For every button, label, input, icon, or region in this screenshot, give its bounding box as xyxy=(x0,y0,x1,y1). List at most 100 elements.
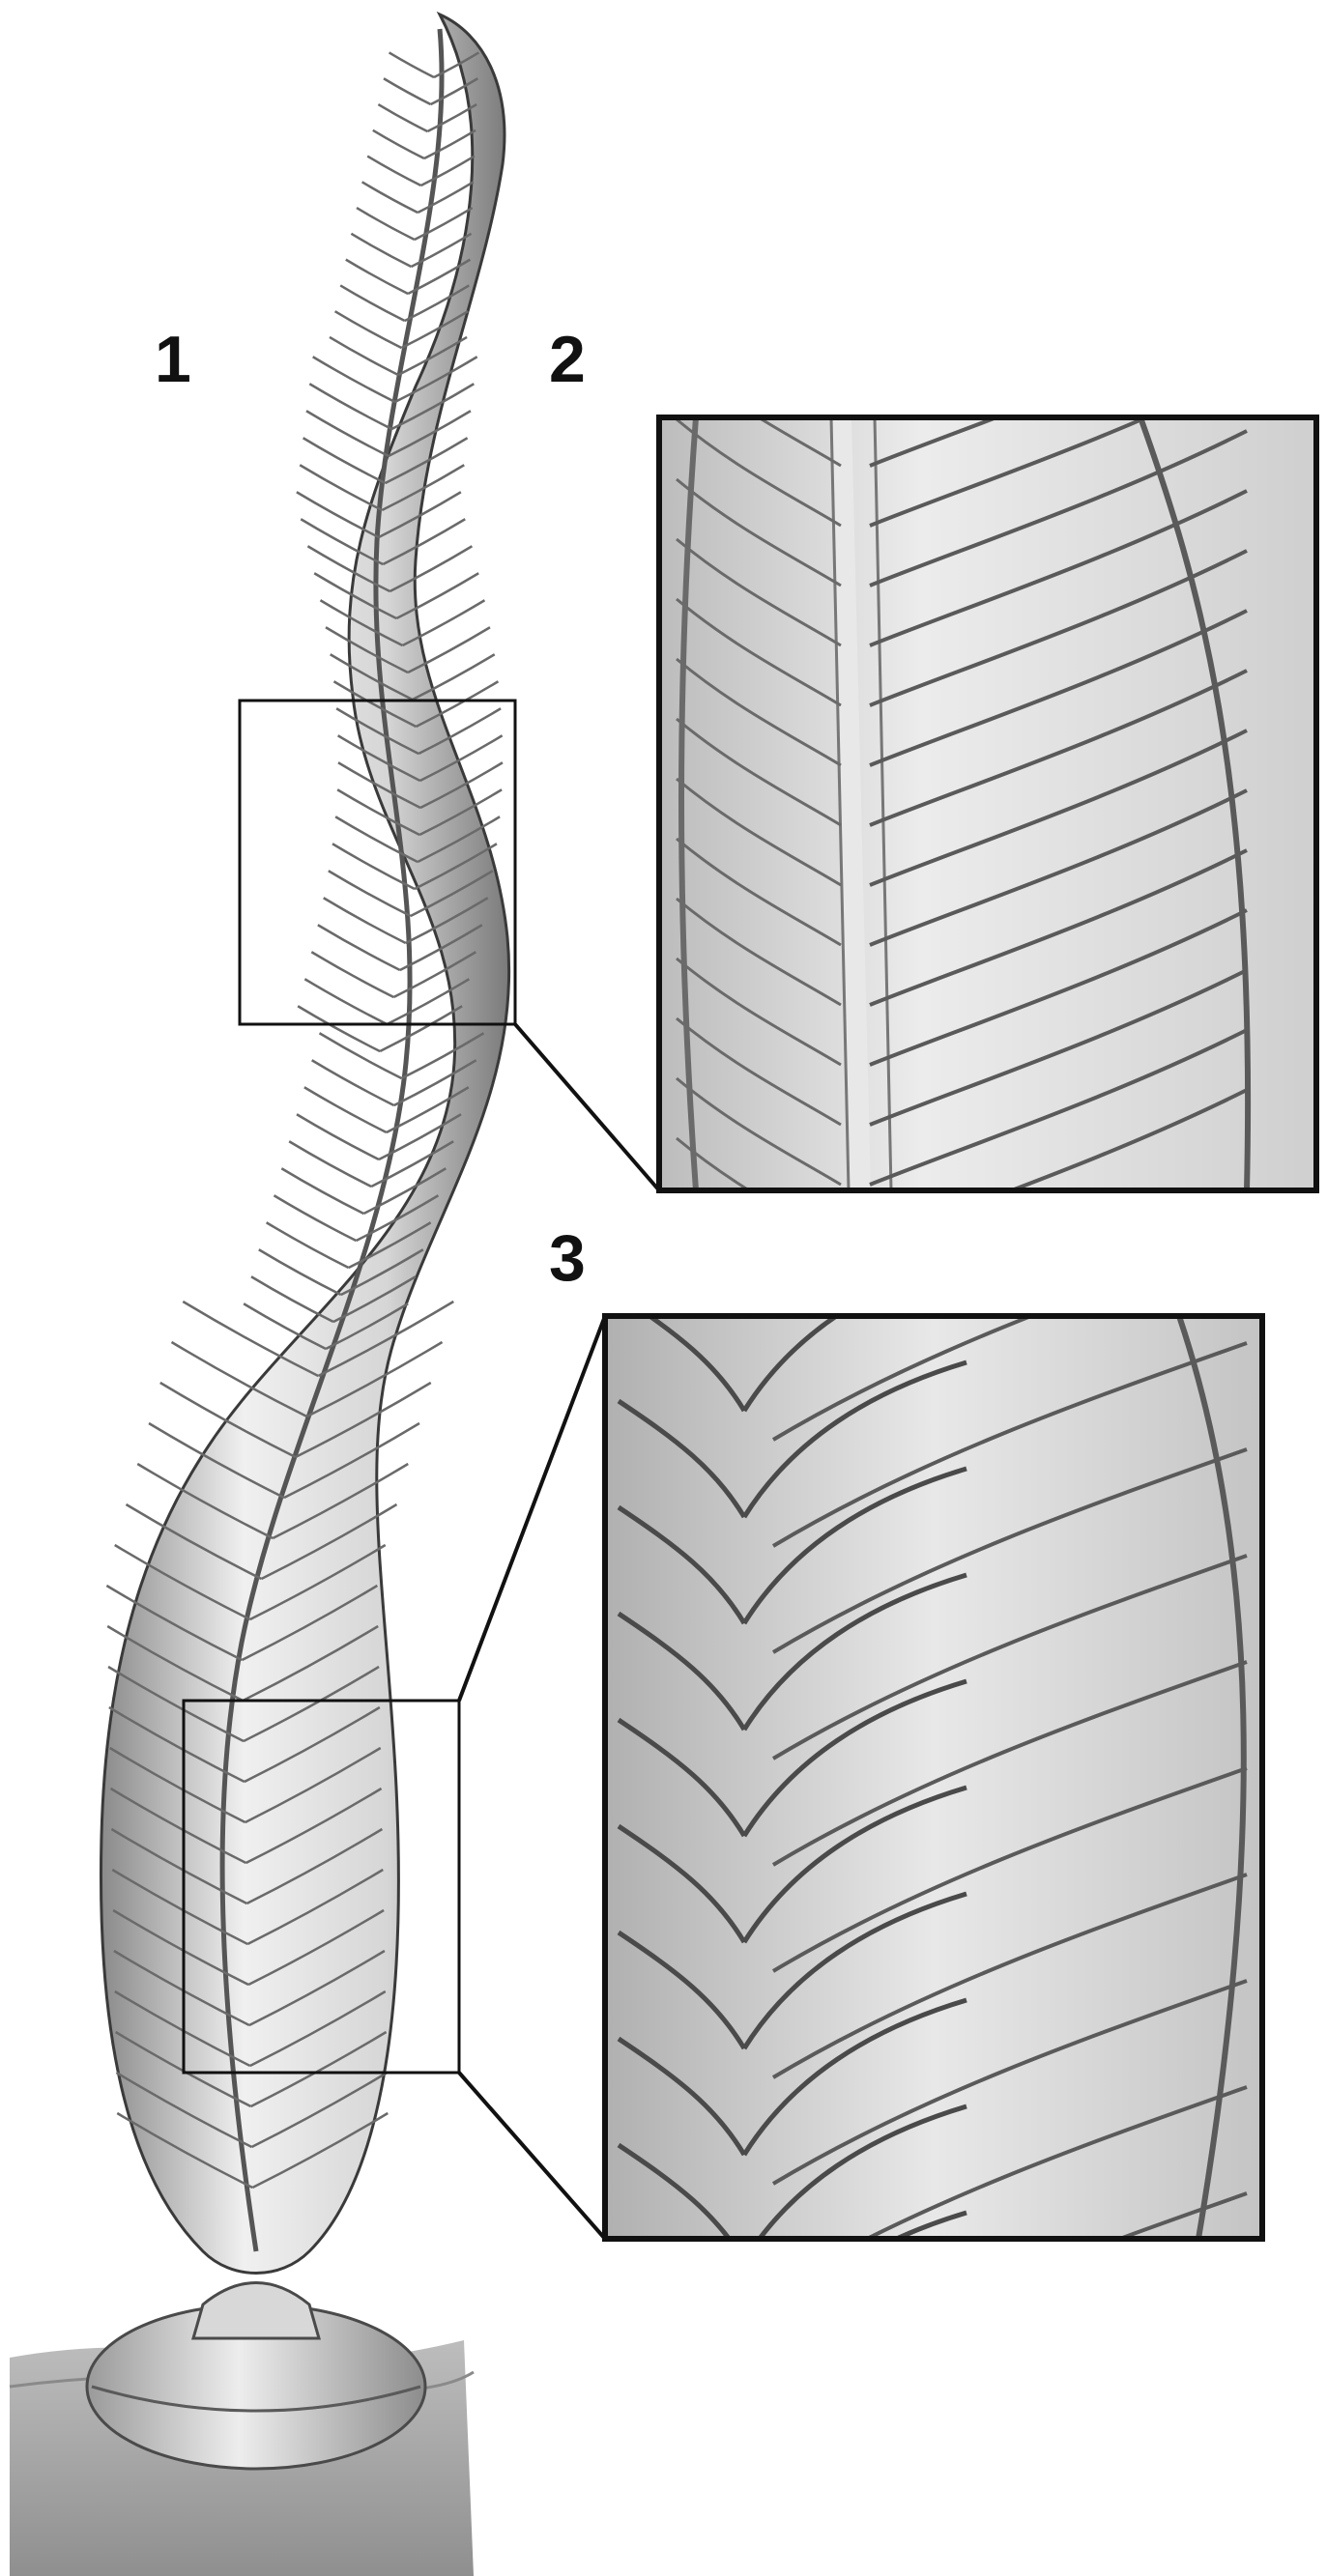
rib-line xyxy=(417,816,501,864)
rib-line xyxy=(389,545,474,593)
rib-line xyxy=(869,417,1002,468)
rib-line xyxy=(869,417,1152,528)
rib-line xyxy=(405,897,489,945)
rib-line xyxy=(296,1113,380,1161)
rib-line xyxy=(303,978,388,1026)
rib-line xyxy=(325,1302,409,1351)
rib-line xyxy=(325,626,409,674)
rib-line xyxy=(862,2085,1248,2239)
rib-line xyxy=(426,102,477,133)
rib-line xyxy=(170,1340,308,1418)
rib-line xyxy=(283,1421,420,1500)
rib-line xyxy=(372,129,425,160)
rib-line xyxy=(370,1140,454,1188)
rib-line xyxy=(111,1868,248,1946)
rib-line xyxy=(676,717,842,827)
rib-line xyxy=(771,1341,1248,1548)
rib-line xyxy=(339,284,406,323)
rib-line xyxy=(247,1908,385,1987)
rib-line xyxy=(890,2210,967,2239)
rib-line xyxy=(771,1660,1248,1867)
rib-line xyxy=(1176,1316,1247,2239)
rib-line xyxy=(676,1076,842,1187)
rib-line xyxy=(869,429,1248,587)
rib-line xyxy=(250,2071,389,2149)
rib-line xyxy=(869,669,1248,827)
rib-line xyxy=(244,1705,381,1784)
rib-line xyxy=(771,1766,1248,1973)
rib-line xyxy=(272,1462,409,1540)
rib-line xyxy=(418,788,503,837)
rib-line xyxy=(414,843,498,891)
rib-line xyxy=(873,417,893,1190)
panel-label-1: 1 xyxy=(155,323,191,396)
rib-line xyxy=(312,356,396,404)
rib-line xyxy=(308,383,392,431)
rib-line xyxy=(305,1340,444,1418)
rib-line xyxy=(771,1554,1248,1760)
connector-lines xyxy=(457,1022,661,2241)
rib-line xyxy=(741,1466,967,1625)
rib-line xyxy=(378,1113,462,1161)
rib-line xyxy=(382,518,466,566)
rib-line xyxy=(1138,417,1252,1190)
rib-line xyxy=(249,1543,387,1621)
rib-line xyxy=(741,1678,967,1838)
rib-line xyxy=(741,1572,967,1732)
rib-line xyxy=(305,410,389,458)
rib-line xyxy=(676,837,842,947)
rib-line xyxy=(350,232,413,269)
rib-line xyxy=(869,609,1248,767)
rib-line xyxy=(243,1302,327,1351)
panel-label-2: 2 xyxy=(549,323,586,396)
rib-line xyxy=(1113,2191,1248,2239)
rib-line xyxy=(741,1316,841,1413)
rib-line xyxy=(400,1032,485,1080)
rib-line xyxy=(379,1005,463,1053)
rib-line xyxy=(265,1221,350,1270)
rib-line xyxy=(377,102,428,133)
rib-line xyxy=(393,1059,477,1107)
rib-line xyxy=(258,1248,342,1297)
rib-line xyxy=(116,2111,253,2190)
rib-line xyxy=(869,489,1248,647)
rib-line xyxy=(295,1381,432,1459)
rib-line xyxy=(250,1275,334,1324)
rib-line xyxy=(410,870,494,918)
rib-line xyxy=(348,1221,432,1270)
rib-line xyxy=(388,410,472,458)
rib-line xyxy=(423,129,476,160)
rib-line xyxy=(404,284,470,323)
rib-line xyxy=(381,464,465,512)
rib-line xyxy=(245,1746,382,1824)
rib-line xyxy=(323,897,407,945)
rib-line xyxy=(311,1059,395,1107)
rib-line xyxy=(430,77,478,106)
rib-line xyxy=(676,597,842,707)
rib-line xyxy=(148,1421,285,1500)
rib-line xyxy=(407,258,472,296)
rib-line xyxy=(106,1624,244,1703)
rib-line xyxy=(617,1398,747,1519)
rib-line xyxy=(337,761,421,810)
rib-line xyxy=(112,1908,249,1987)
rib-line xyxy=(246,1868,384,1946)
rib-line xyxy=(241,1584,379,1662)
rib-line xyxy=(332,843,416,891)
rib-line xyxy=(328,870,412,918)
rib-line xyxy=(306,545,390,593)
rib-line xyxy=(332,1275,417,1324)
rib-line xyxy=(113,1949,250,2027)
rib-line xyxy=(108,1705,245,1784)
rib-line xyxy=(397,335,468,377)
rib-line xyxy=(250,2030,388,2108)
rib-line xyxy=(251,2111,389,2190)
rib-line xyxy=(336,734,421,783)
rib-line xyxy=(676,657,842,767)
rib-line xyxy=(245,1787,383,1865)
rib-line xyxy=(302,437,387,485)
rib-line xyxy=(617,2142,733,2239)
rib-line xyxy=(676,777,842,887)
rib-line xyxy=(317,1300,454,1378)
holdfast-disc xyxy=(85,2281,427,2471)
